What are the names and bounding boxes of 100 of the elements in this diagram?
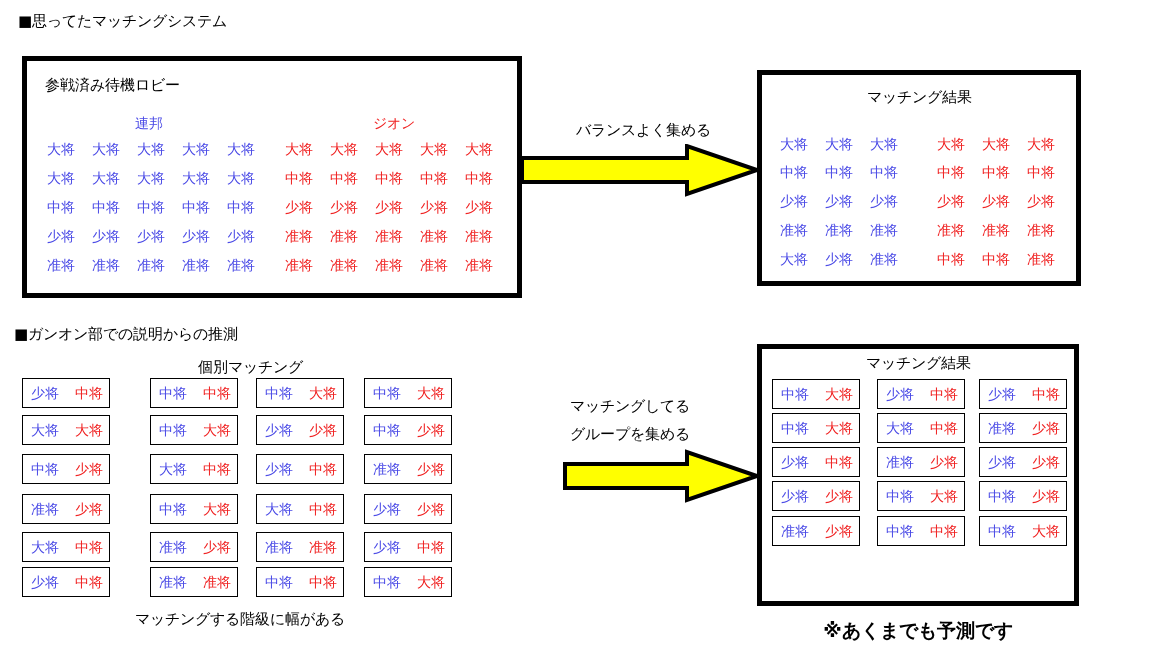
rank-text: 少将: [988, 454, 1016, 470]
pair-box: [22, 415, 110, 445]
rank-text: 中将: [309, 574, 337, 590]
rank-text: 中将: [465, 170, 493, 186]
rank-text: 准将: [825, 222, 853, 238]
panel-heading: 参戦済み待機ロビー: [45, 77, 180, 93]
pair-box: [772, 379, 860, 409]
rank-text: 中将: [825, 454, 853, 470]
rank-text: 少将: [309, 422, 337, 438]
note-text: マッチングする階級に幅がある: [134, 610, 346, 629]
rank-text: 中将: [265, 574, 293, 590]
pair-box: [364, 567, 452, 597]
rank-text: 大将: [47, 170, 75, 186]
pair-box: [22, 532, 110, 562]
rank-text: 中将: [31, 461, 59, 477]
pair-box: [364, 415, 452, 445]
rank-text: 少将: [886, 386, 914, 402]
rank-text: 中将: [373, 385, 401, 401]
rank-text: 中将: [159, 385, 187, 401]
rank-text: 少将: [825, 488, 853, 504]
rank-text: 中将: [227, 199, 255, 215]
rank-text: 大将: [309, 385, 337, 401]
rank-text: 大将: [182, 170, 210, 186]
rank-text: 准将: [159, 539, 187, 555]
rank-text: 中将: [309, 501, 337, 517]
rank-text: 少将: [227, 228, 255, 244]
rank-text: 少将: [203, 539, 231, 555]
pair-box: [772, 516, 860, 546]
pair-box: [22, 567, 110, 597]
rank-text: 大将: [825, 420, 853, 436]
rank-text: 少将: [417, 422, 445, 438]
pair-box: [877, 481, 965, 511]
rank-text: 大将: [47, 141, 75, 157]
result-panel: [757, 70, 1081, 286]
rank-text: 大将: [982, 136, 1010, 152]
rank-text: 中将: [373, 422, 401, 438]
pair-box: [22, 494, 110, 524]
rank-text: 大将: [375, 141, 403, 157]
rank-text: 少将: [1032, 488, 1060, 504]
pair-box: [150, 415, 238, 445]
pair-box: [364, 532, 452, 562]
rank-text: 中将: [375, 170, 403, 186]
rank-text: 准将: [781, 523, 809, 539]
rank-text: 中将: [1032, 386, 1060, 402]
rank-text: 大将: [825, 386, 853, 402]
rank-text: 大将: [937, 136, 965, 152]
rank-text: 少将: [930, 454, 958, 470]
rank-text: 中将: [937, 251, 965, 267]
rank-text: 准将: [780, 222, 808, 238]
rank-text: 大将: [930, 488, 958, 504]
rank-text: 少将: [417, 501, 445, 517]
pair-box: [364, 378, 452, 408]
rank-text: 中将: [886, 523, 914, 539]
rank-text: 少将: [1027, 193, 1055, 209]
rank-text: 中将: [137, 199, 165, 215]
rank-text: 准将: [870, 251, 898, 267]
rank-text: 准将: [159, 574, 187, 590]
rank-text: 中将: [937, 164, 965, 180]
pair-box: [772, 447, 860, 477]
rank-text: 大将: [92, 141, 120, 157]
rank-text: 中将: [982, 164, 1010, 180]
pair-box: [22, 454, 110, 484]
rank-text: 大将: [203, 501, 231, 517]
rank-text: 准将: [988, 420, 1016, 436]
rank-text: 中将: [930, 523, 958, 539]
rank-text: 少将: [373, 539, 401, 555]
rank-text: 大将: [159, 461, 187, 477]
rank-text: 大将: [203, 422, 231, 438]
rank-text: 中将: [781, 420, 809, 436]
rank-text: 大将: [92, 170, 120, 186]
rank-text: 大将: [137, 141, 165, 157]
panel-heading: マッチング結果: [864, 355, 972, 371]
rank-text: 少将: [285, 199, 313, 215]
rank-text: 准将: [982, 222, 1010, 238]
rank-text: 少将: [373, 501, 401, 517]
rank-text: 准将: [330, 228, 358, 244]
rank-text: 中将: [159, 501, 187, 517]
rank-text: 准将: [465, 228, 493, 244]
pair-box: [256, 415, 344, 445]
pair-box: [364, 454, 452, 484]
rank-text: 中将: [417, 539, 445, 555]
rank-text: 少将: [780, 193, 808, 209]
rank-text: 准将: [227, 257, 255, 273]
rank-text: 大将: [886, 420, 914, 436]
rank-text: 中将: [1027, 164, 1055, 180]
rank-text: 中将: [870, 164, 898, 180]
rank-text: 少将: [137, 228, 165, 244]
rank-text: 中将: [330, 170, 358, 186]
pair-box: [150, 378, 238, 408]
rank-text: 大将: [285, 141, 313, 157]
rank-text: 准将: [285, 228, 313, 244]
pair-box: [979, 447, 1067, 477]
rank-text: 少将: [982, 193, 1010, 209]
rank-text: 中将: [203, 385, 231, 401]
pair-box: [979, 413, 1067, 443]
rank-text: 少将: [781, 454, 809, 470]
rank-text: 大将: [780, 136, 808, 152]
pair-box: [979, 379, 1067, 409]
rank-text: 中将: [75, 539, 103, 555]
rank-text: 中将: [886, 488, 914, 504]
